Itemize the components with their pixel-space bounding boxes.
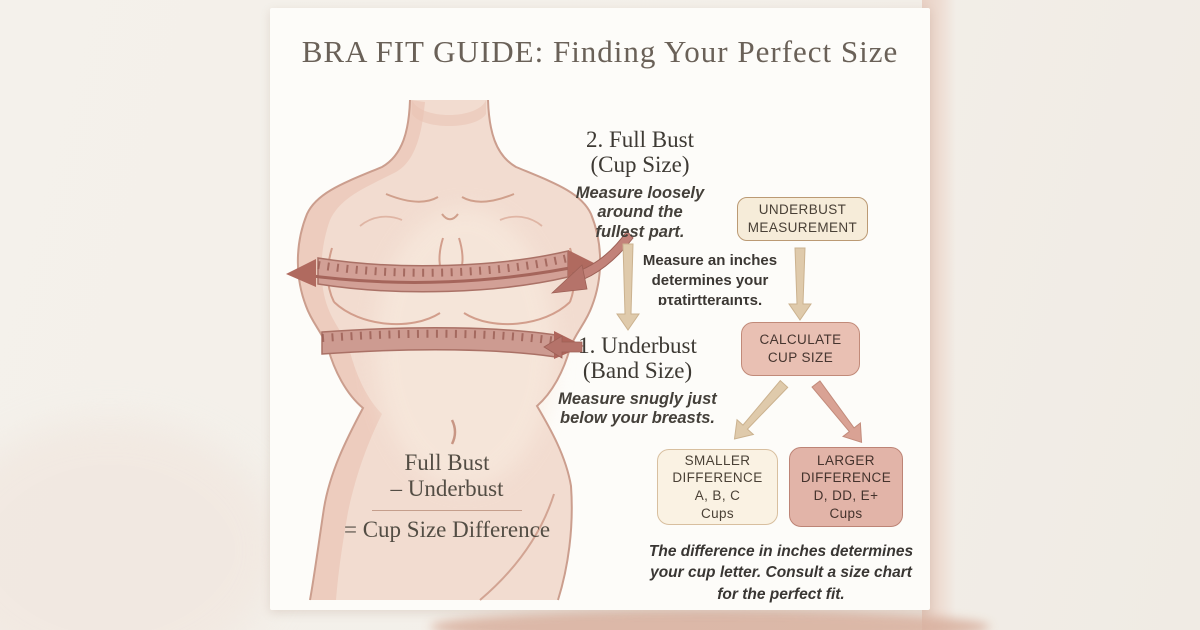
flow-arrow-icon	[788, 247, 812, 321]
diagonal-arrow-right-icon	[811, 380, 863, 444]
flow-box-smaller-difference: SMALLER DIFFERENCE A, B, C Cups	[657, 449, 778, 525]
left-arrow-icon	[543, 335, 583, 359]
full-bust-instruction: Measure loosely around the fullest part.	[575, 183, 705, 242]
background-soft-shape	[0, 420, 280, 630]
curved-arrow-icon	[550, 230, 634, 294]
down-arrow-icon	[616, 243, 640, 331]
infographic-card: BRA FIT GUIDE: Finding Your Perfect Size	[270, 8, 930, 610]
torso-illustration	[286, 99, 863, 601]
full-bust-subheading: (Cup Size)	[590, 151, 690, 177]
underbust-heading: 1. Underbust	[578, 333, 697, 358]
formula-subtrahend: – Underbust	[390, 476, 504, 502]
formula-divider	[372, 509, 522, 511]
bust-tape	[286, 250, 598, 293]
full-bust-heading: 2. Full Bust	[585, 127, 694, 152]
flow-box-calculate-cup-size: CALCULATE CUP SIZE	[741, 322, 860, 376]
background-shadow-shape	[430, 610, 990, 630]
flow-box-larger-difference: LARGER DIFFERENCE D, DD, E+ Cups	[789, 447, 903, 527]
formula-minuend: Full Bust	[404, 450, 490, 475]
underbust-label: 1. Underbust (Band Size) Measure snugly …	[545, 333, 730, 429]
formula-result: = Cup Size Difference	[343, 516, 551, 542]
measurement-note: Measure an inches determines your ɒτatir…	[642, 252, 778, 309]
underbust-subheading: (Band Size)	[582, 357, 693, 383]
full-bust-label: 2. Full Bust (Cup Size) Measure loosely …	[550, 127, 730, 243]
page-title: BRA FIT GUIDE: Finding Your Perfect Size	[301, 34, 899, 69]
underbust-instruction: Measure snugly just below your breasts.	[558, 389, 717, 428]
diagonal-arrow-left-icon	[733, 379, 789, 440]
flow-box-underbust-measurement: UNDERBUST MEASUREMENT	[737, 197, 868, 241]
cup-size-formula: Full Bust – Underbust = Cup Size Differe…	[317, 450, 577, 543]
footer-note: The difference in inches determines your…	[648, 543, 914, 603]
